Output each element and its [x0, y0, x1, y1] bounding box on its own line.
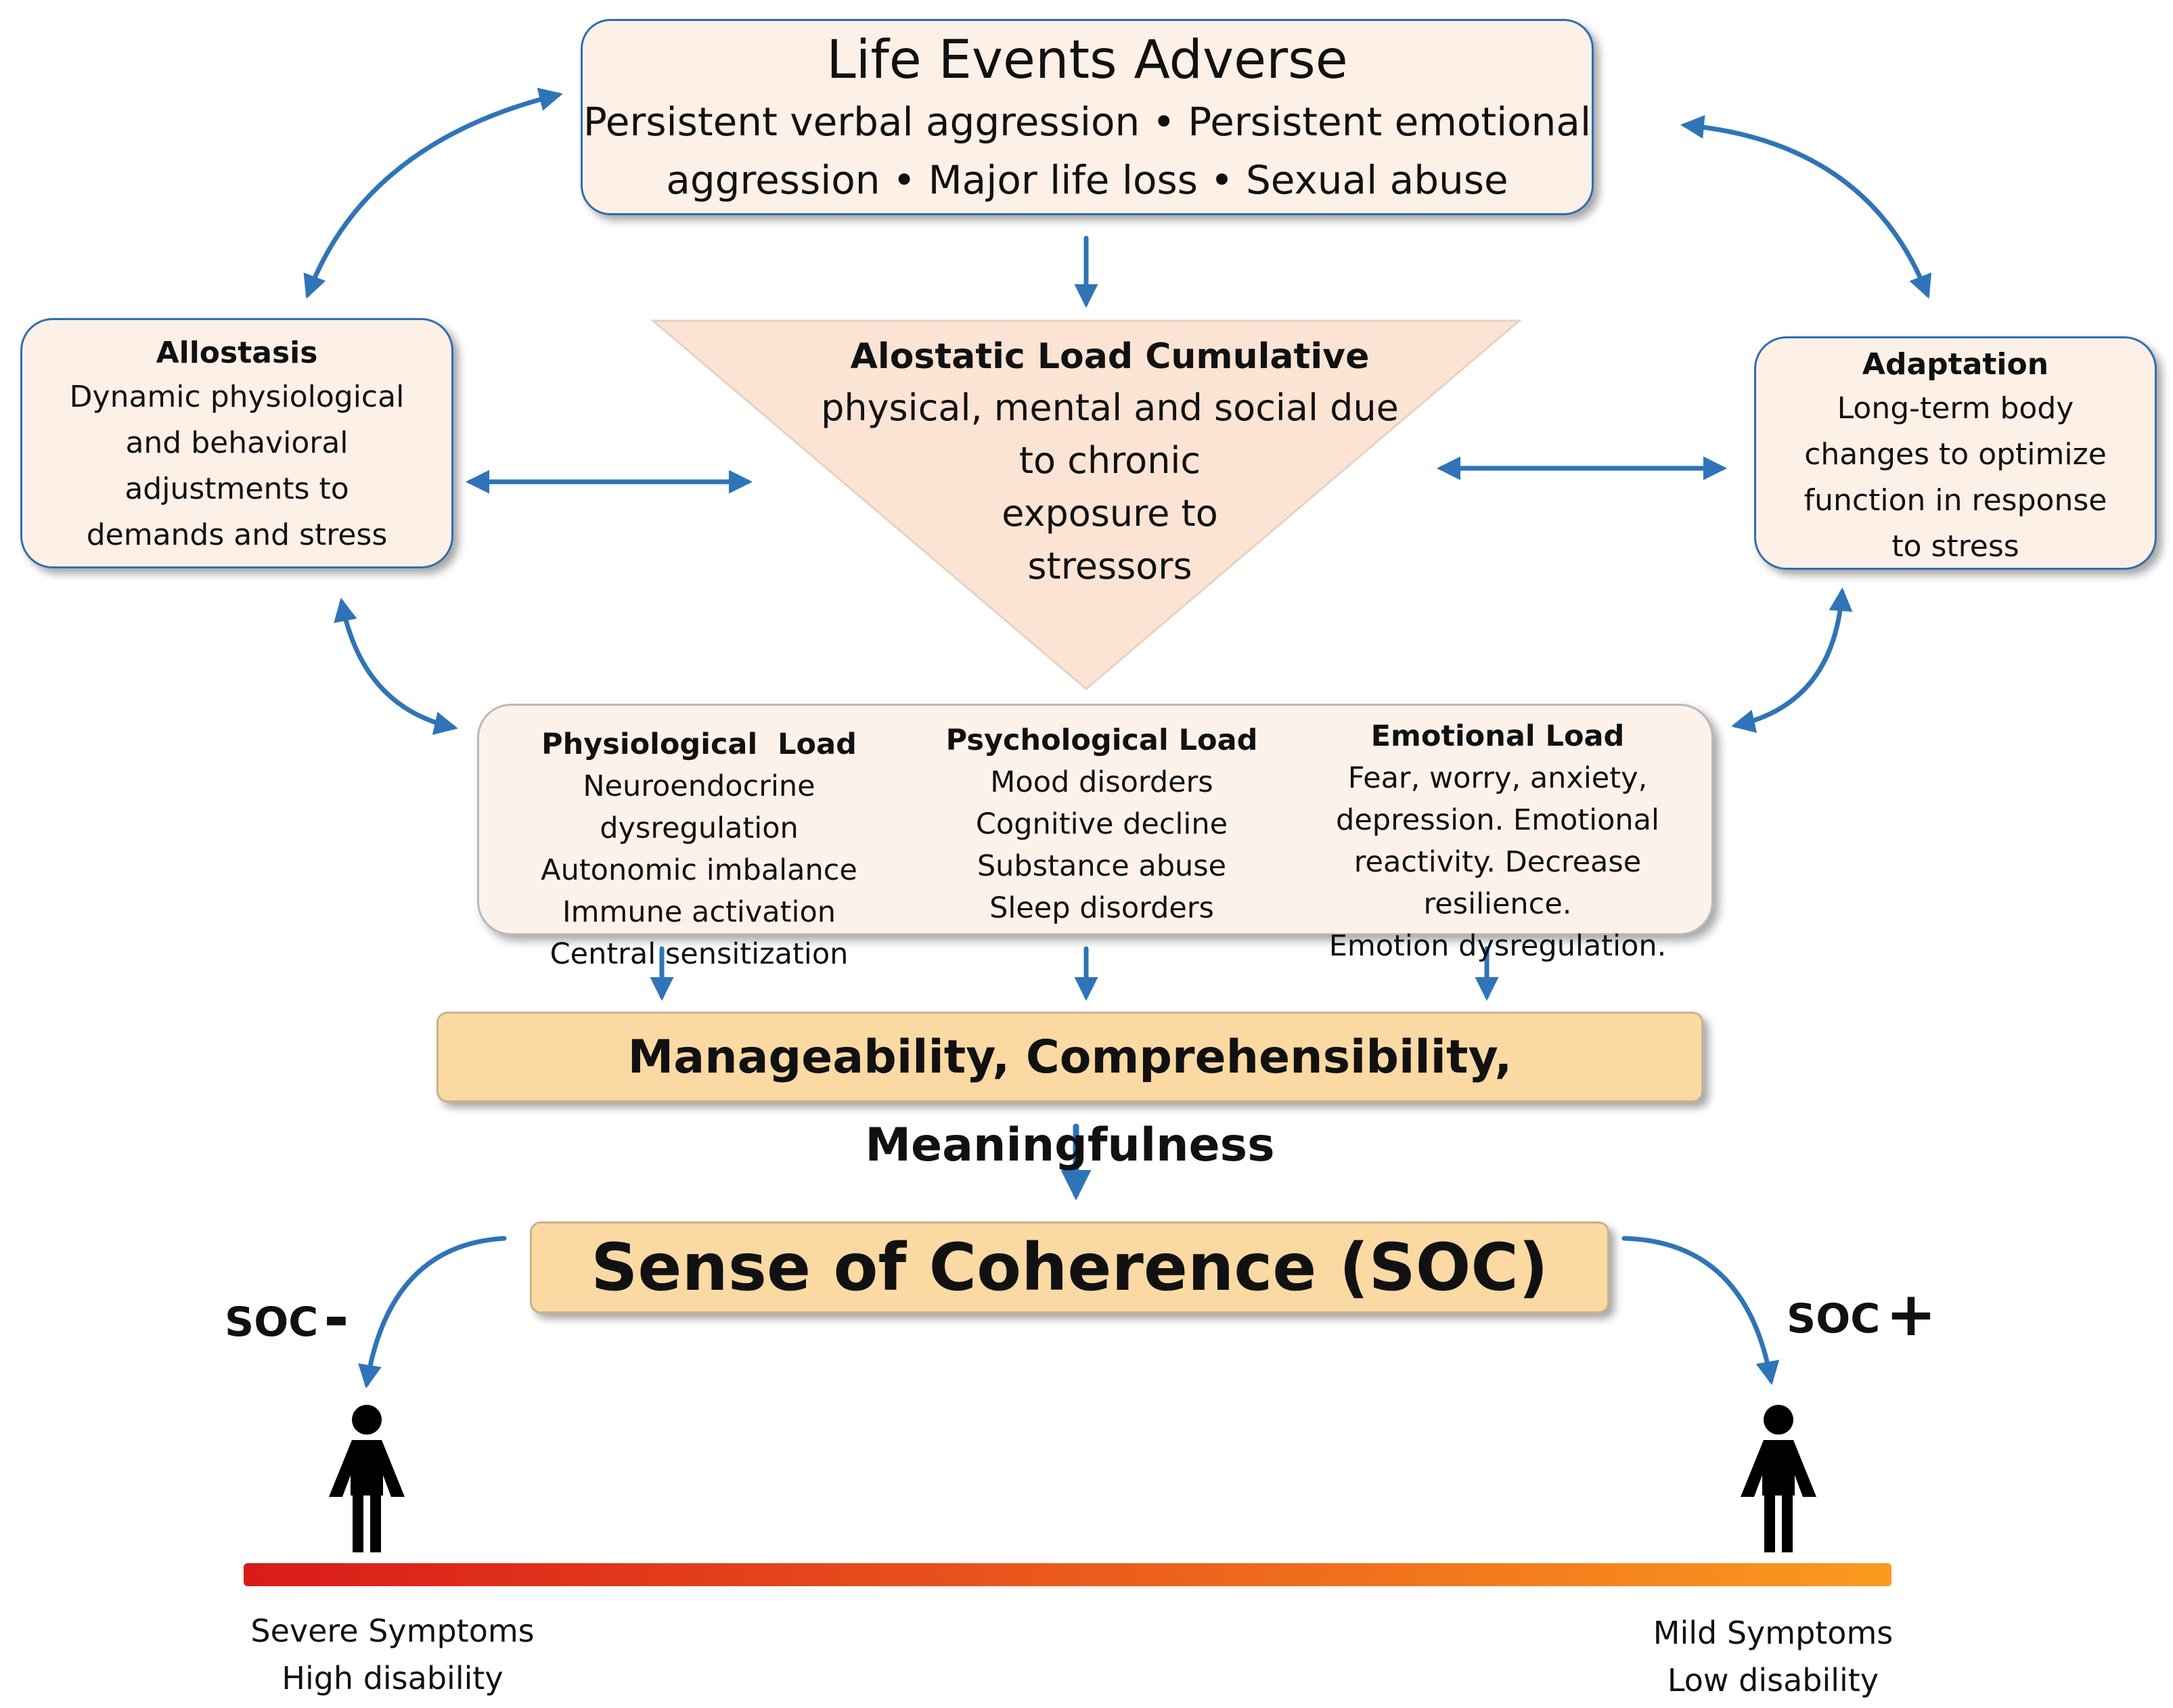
allostasis-line: adjustments to [125, 472, 349, 506]
soc-box: Sense of Coherence (SOC) [530, 1221, 1609, 1313]
emotional-load-item: reactivity. Decrease resilience. [1353, 845, 1642, 921]
soc-plus-label: SOC+ [1787, 1279, 1937, 1350]
psychological-load-item: Cognitive decline [975, 807, 1228, 841]
physiological-load-item: Neuroendocrine dysregulation [583, 769, 815, 845]
low-disability-text: Low disability [1667, 1662, 1879, 1699]
emotional-load-column: Emotional Load Fear, worry, anxiety, dep… [1284, 715, 1711, 967]
alostatic-load-line: physical, mental and social due [821, 386, 1399, 429]
arrow-soc-plus [1621, 1236, 1780, 1385]
woman-icon [1741, 1405, 1816, 1552]
severe-symptoms-text: Severe Symptoms [250, 1613, 535, 1649]
emotional-load-item: Fear, worry, anxiety, [1347, 761, 1648, 795]
alostatic-load-triangle [650, 319, 1523, 690]
adaptation-line: function in response [1804, 483, 2107, 518]
physiological-load-column: Physiological Load Neuroendocrine dysreg… [479, 723, 919, 975]
emotional-load-item: depression. Emotional [1336, 803, 1659, 837]
psychological-load-item: Sleep disorders [989, 891, 1214, 925]
psychological-load-column: Psychological Load Mood disorders Cognit… [919, 719, 1284, 929]
physiological-load-item: Central sensitization [550, 937, 849, 971]
adaptation-line: to stress [1891, 529, 2019, 564]
adaptation-line: changes to optimize [1804, 437, 2107, 472]
life-events-box: Life Events Adverse Persistent verbal ag… [581, 19, 1594, 215]
emotional-load-title: Emotional Load [1370, 719, 1625, 753]
life-events-line: aggression • Major life loss • Sexual ab… [666, 157, 1508, 203]
arrow-allostasis-loads [334, 598, 458, 735]
alostatic-load-text: Alostatic Load Cumulative physical, ment… [771, 332, 1448, 593]
soc-minus-text: SOC [225, 1299, 319, 1346]
psychological-load-item: Mood disorders [990, 765, 1213, 799]
manageability-box: Manageability, Comprehensibility, Meanin… [436, 1012, 1703, 1172]
emotional-load-item: Emotion dysregulation. [1328, 929, 1667, 963]
psychological-load-item: Substance abuse [977, 849, 1227, 883]
high-disability-text: High disability [282, 1660, 503, 1696]
psychological-load-title: Psychological Load [945, 723, 1258, 757]
mild-symptoms-text: Mild Symptoms [1653, 1615, 1894, 1651]
soc-plus-text: SOC [1787, 1295, 1881, 1343]
alostatic-load-title: Alostatic Load Cumulative [850, 336, 1370, 377]
soc-minus-label: SOC- [225, 1282, 349, 1353]
woman-icon [329, 1405, 405, 1552]
alostatic-load-line: exposure to [1002, 492, 1218, 535]
allostasis-title: Allostasis [156, 336, 318, 370]
severe-symptoms-caption: Severe Symptoms High disability [210, 1607, 575, 1702]
severity-gradient-bar [244, 1563, 1891, 1586]
allostasis-line: and behavioral [125, 426, 349, 460]
arrow-soc-minus [358, 1236, 507, 1389]
physiological-load-item: Immune activation [562, 895, 836, 929]
life-events-title: Life Events Adverse [826, 30, 1348, 91]
adaptation-title: Adaptation [1862, 347, 2049, 382]
adaptation-box: Adaptation Long-term body changes to opt… [1754, 336, 2157, 570]
physiological-load-title: Physiological Load [541, 727, 857, 761]
allostasis-box: Allostasis Dynamic physiological and beh… [20, 318, 453, 568]
life-events-line: Persistent verbal aggression • Persisten… [583, 99, 1592, 145]
mild-symptoms-caption: Mild Symptoms Low disability [1597, 1609, 1949, 1704]
loads-box: Physiological Load Neuroendocrine dysreg… [477, 704, 1713, 971]
arrow-life-adaptation [1680, 115, 1932, 299]
alostatic-load-line: stressors [1027, 545, 1192, 587]
alostatic-load-line: to chronic [1018, 439, 1201, 482]
minus-sign: - [323, 1282, 349, 1353]
arrow-adaptation-loads [1731, 587, 1853, 734]
physiological-load-item: Autonomic imbalance [541, 853, 857, 887]
adaptation-line: Long-term body [1837, 391, 2074, 426]
allostasis-line: Dynamic physiological [69, 380, 405, 414]
arrow-allostasis-life [303, 87, 563, 299]
plus-sign: + [1885, 1279, 1937, 1350]
allostasis-line: demands and stress [86, 518, 388, 552]
